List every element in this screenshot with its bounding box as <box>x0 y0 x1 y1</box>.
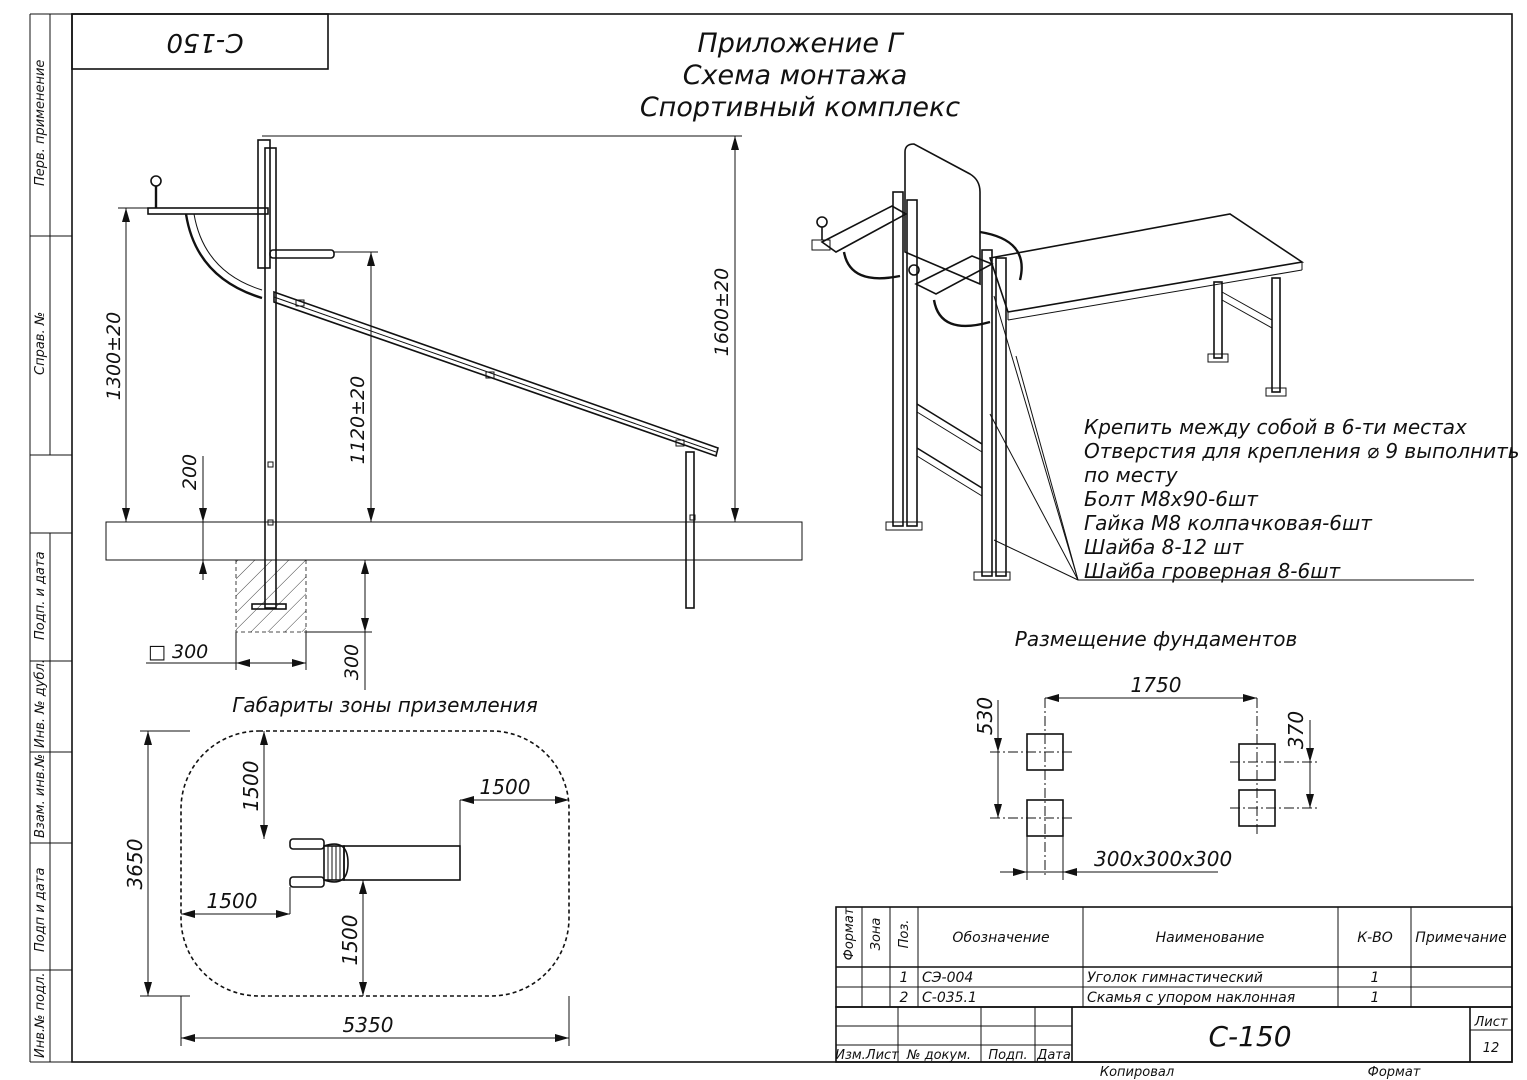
col-note: Примечание <box>1415 930 1506 946</box>
row1-qty: 1 <box>1371 970 1380 986</box>
foundations-title: Размещение фундаментов <box>1015 627 1297 651</box>
side-label-podp2: Подп и дата <box>33 868 48 952</box>
row2-qty: 1 <box>1371 990 1380 1006</box>
tb-list-label: Лист <box>1474 1015 1508 1030</box>
header-line1: Приложение Г <box>697 28 904 59</box>
spec-table: Формат Зона Поз. Обозначение Наименовани… <box>835 906 1513 1008</box>
header-line3: Спортивный комплекс <box>640 92 960 123</box>
row1-pos: 1 <box>900 970 909 986</box>
tb-format: Формат <box>1368 1065 1421 1080</box>
bench-plan <box>343 845 461 881</box>
col-qty: К-ВО <box>1357 930 1393 946</box>
side-label-sprav: Справ. № <box>33 312 48 375</box>
sheet-frame <box>29 13 1513 1063</box>
row2-designation: С-035.1 <box>922 990 977 1006</box>
note-line-6: Шайба 8-12 шт <box>1084 535 1245 559</box>
iso-arm-rest-left <box>820 205 908 253</box>
note-line-3: по месту <box>1084 463 1179 487</box>
side-labels: Перв. применение Справ. № Подп. и дата И… <box>33 60 48 1058</box>
note-line-7: Шайба гроверная 8-6шт <box>1084 559 1342 583</box>
row1-name: Уголок гимнастический <box>1087 970 1263 986</box>
bench-leg <box>685 451 695 609</box>
iso-post-right <box>981 249 993 577</box>
tb-n-dokum: № докум. <box>906 1048 971 1063</box>
dim-5350: 5350 <box>343 1013 394 1037</box>
side-label-vzam: Взам. инв.№ <box>33 754 48 838</box>
dim-530: 530 <box>973 697 997 735</box>
tb-copied: Копировал <box>1100 1065 1174 1080</box>
foundation-layout: Размещение фундаментов 1750 530 370 <box>973 627 1318 880</box>
row1-designation: СЭ-004 <box>922 970 973 986</box>
dim-3650: 3650 <box>123 839 147 890</box>
side-view: 1600±20 1300±20 1120±20 200 300 □ 300 <box>103 135 803 690</box>
arm-rest-plan-1 <box>289 838 325 850</box>
dim-1500-right: 1500 <box>480 775 531 799</box>
title-block: Изм.Лист № докум. Подп. Дата С-150 Лист … <box>835 1006 1513 1080</box>
tb-podp: Подп. <box>988 1048 1027 1063</box>
col-zone: Зона <box>869 918 884 951</box>
col-format: Формат <box>842 907 857 960</box>
side-label-perv: Перв. применение <box>33 60 48 186</box>
dim-1500-bottom: 1500 <box>338 915 362 966</box>
note-line-5: Гайка М8 колпачковая-6шт <box>1084 511 1373 535</box>
dim-300-v: 300 <box>341 644 363 680</box>
dim-1500-left: 1500 <box>207 889 258 913</box>
iso-arm-rest-right <box>914 255 994 295</box>
col-pos: Поз. <box>897 920 912 949</box>
dim-300-square: □ 300 <box>148 641 208 663</box>
header: Приложение Г Схема монтажа Спортивный ко… <box>640 28 960 123</box>
dim-1300: 1300±20 <box>103 312 125 400</box>
note-line-2: Отверстия для крепления ⌀ 9 выполнить <box>1084 439 1520 463</box>
top-stamp-text: С-150 <box>166 27 243 57</box>
ball-handle <box>150 175 162 187</box>
back-board <box>257 139 271 269</box>
col-name: Наименование <box>1156 930 1265 946</box>
dim-1120: 1120±20 <box>347 376 369 464</box>
ground-slab <box>105 521 803 561</box>
side-label-podp1: Подп. и дата <box>33 551 48 640</box>
dim-370: 370 <box>1284 711 1308 749</box>
dim-1600: 1600±20 <box>711 268 733 356</box>
inclined-bench <box>273 290 719 458</box>
top-stamp: С-150 <box>71 13 329 70</box>
dim-1750: 1750 <box>1131 673 1182 697</box>
tb-izm-list: Изм.Лист <box>835 1048 899 1063</box>
landing-zone-outline <box>180 730 570 997</box>
note-line-4: Болт М8х90-6шт <box>1084 487 1259 511</box>
notes: Крепить между собой в 6-ти местах Отверс… <box>1084 415 1520 583</box>
tb-list-num: 12 <box>1483 1041 1500 1056</box>
dim-200: 200 <box>179 454 201 490</box>
row2-pos: 2 <box>900 990 909 1006</box>
dim-300x300x300: 300х300х300 <box>1094 847 1232 871</box>
handle-bar <box>269 249 335 259</box>
dim-1500-top: 1500 <box>239 761 263 812</box>
side-label-inv-podl: Инв.№ подл. <box>33 972 48 1058</box>
side-label-inv-dubl: Инв. № дубл. <box>33 659 48 748</box>
foundation-block <box>235 559 307 633</box>
iso-back-board <box>904 143 981 286</box>
landing-zone: Габариты зоны приземления 1500 1500 1500 <box>123 693 570 1046</box>
iso-post-left <box>892 191 904 527</box>
arm-rest <box>147 207 269 215</box>
isometric-view <box>811 143 1474 581</box>
iso-bench-top <box>988 213 1305 313</box>
header-line2: Схема монтажа <box>683 60 908 91</box>
tb-data: Дата <box>1036 1048 1071 1063</box>
row2-name: Скамья с упором наклонная <box>1087 990 1295 1006</box>
landing-zone-title: Габариты зоны приземления <box>232 693 538 717</box>
tb-doc-code: С-150 <box>1208 1020 1291 1053</box>
arm-rest-plan-2 <box>289 876 325 888</box>
col-designation: Обозначение <box>952 930 1049 946</box>
note-line-1: Крепить между собой в 6-ти местах <box>1084 415 1467 439</box>
